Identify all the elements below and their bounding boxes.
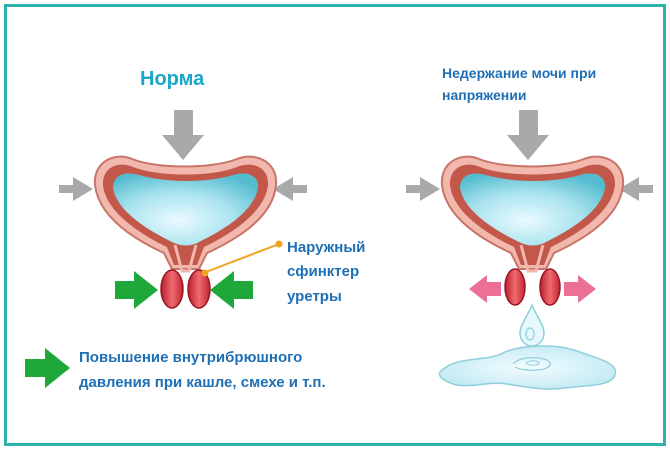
puddle-ripple <box>512 357 551 371</box>
left-opening-arrow <box>469 275 501 303</box>
sphincter-label-line3: уретры <box>287 288 342 305</box>
diagram-frame: Норма Недержание мочи при напряжении Нар… <box>4 4 666 446</box>
urine-puddle <box>438 345 617 390</box>
legend-text-line2: давления при кашле, смехе и т.п. <box>79 374 326 391</box>
sphincter-label-line1: Наружный <box>287 239 366 256</box>
sphincter-pointer-dot-end <box>275 240 283 248</box>
normal-title: Норма <box>140 68 205 90</box>
sphincter-label-line2: сфинктер <box>287 263 360 280</box>
incontinence-title-line2: напряжении <box>442 87 527 103</box>
incontinence-bladder <box>406 110 653 390</box>
urethra-right <box>519 244 545 273</box>
diagram-svg <box>25 110 653 390</box>
normal-bladder <box>59 110 307 309</box>
bladder-urine-right <box>460 173 606 246</box>
left-closing-arrow <box>115 271 158 309</box>
right-pressure-arrow-right <box>619 177 653 201</box>
sphincter-left-open <box>504 268 526 306</box>
sphincter-pointer-line <box>205 243 280 273</box>
top-pressure-arrow-right <box>507 110 549 160</box>
incontinence-title-line1: Недержание мочи при <box>442 65 597 81</box>
droplet-highlight <box>525 327 535 341</box>
top-pressure-arrow <box>162 110 204 160</box>
right-pressure-arrow <box>273 177 307 201</box>
sphincter-right <box>187 269 211 309</box>
right-opening-arrow <box>564 275 596 303</box>
bladder-urine <box>113 173 259 246</box>
legend-text-line1: Повышение внутрибрюшного <box>79 349 303 366</box>
sphincter-right-open <box>539 268 561 306</box>
right-closing-arrow <box>210 271 253 309</box>
sphincter-pointer-dot <box>201 269 209 277</box>
puddle-ripple-inner <box>525 360 540 366</box>
legend-green-arrow <box>25 348 70 388</box>
sphincter-left <box>160 269 184 309</box>
left-pressure-arrow-right <box>406 177 440 201</box>
left-pressure-arrow <box>59 177 93 201</box>
urethra <box>173 244 198 273</box>
